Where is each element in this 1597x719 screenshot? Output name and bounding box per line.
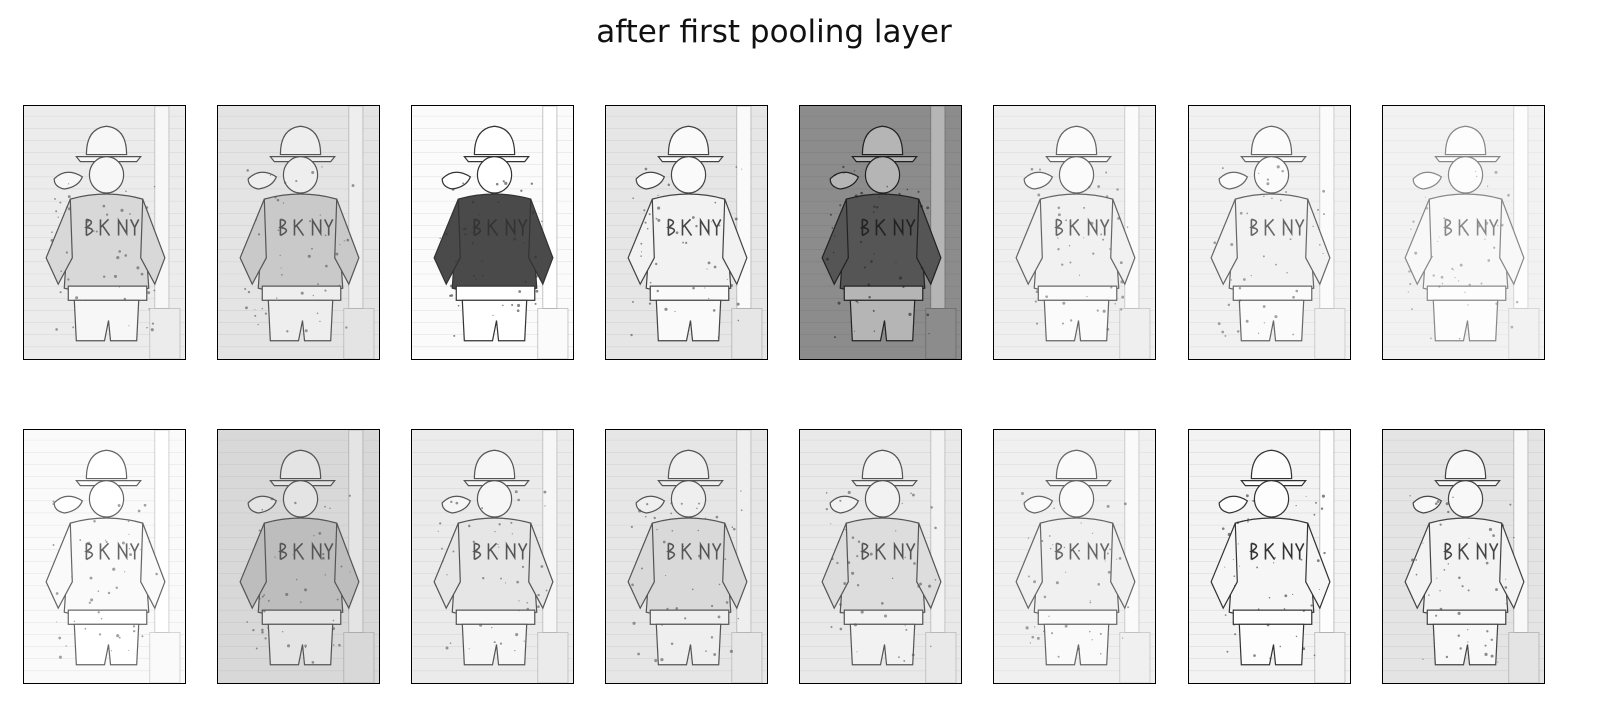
feature-map-image — [994, 106, 1155, 359]
feature-map-panel — [411, 105, 574, 360]
figure-title: after first pooling layer — [596, 14, 952, 50]
feature-map-panel — [799, 429, 962, 684]
feature-map-panel — [23, 429, 186, 684]
feature-map-panel — [411, 429, 574, 684]
feature-map-image — [24, 106, 185, 359]
feature-map-panel — [1382, 105, 1545, 360]
feature-map-panel — [23, 105, 186, 360]
feature-map-image — [1383, 430, 1544, 683]
feature-map-panel — [1382, 429, 1545, 684]
feature-map-image — [412, 106, 573, 359]
feature-map-panel — [1188, 429, 1351, 684]
feature-map-image — [606, 430, 767, 683]
feature-map-image — [24, 430, 185, 683]
feature-map-panel — [993, 429, 1156, 684]
feature-map-image — [800, 430, 961, 683]
feature-map-panel — [799, 105, 962, 360]
feature-map-panel — [605, 429, 768, 684]
feature-map-image — [800, 106, 961, 359]
feature-map-image — [606, 106, 767, 359]
feature-map-image — [1189, 106, 1350, 359]
feature-map-image — [1383, 106, 1544, 359]
feature-map-panel — [217, 105, 380, 360]
feature-map-panel — [1188, 105, 1351, 360]
feature-map-image — [218, 106, 379, 359]
feature-map-image — [412, 430, 573, 683]
feature-map-panel — [605, 105, 768, 360]
feature-map-panel — [993, 105, 1156, 360]
feature-map-image — [994, 430, 1155, 683]
feature-map-image — [218, 430, 379, 683]
feature-map-image — [1189, 430, 1350, 683]
feature-map-panel — [217, 429, 380, 684]
